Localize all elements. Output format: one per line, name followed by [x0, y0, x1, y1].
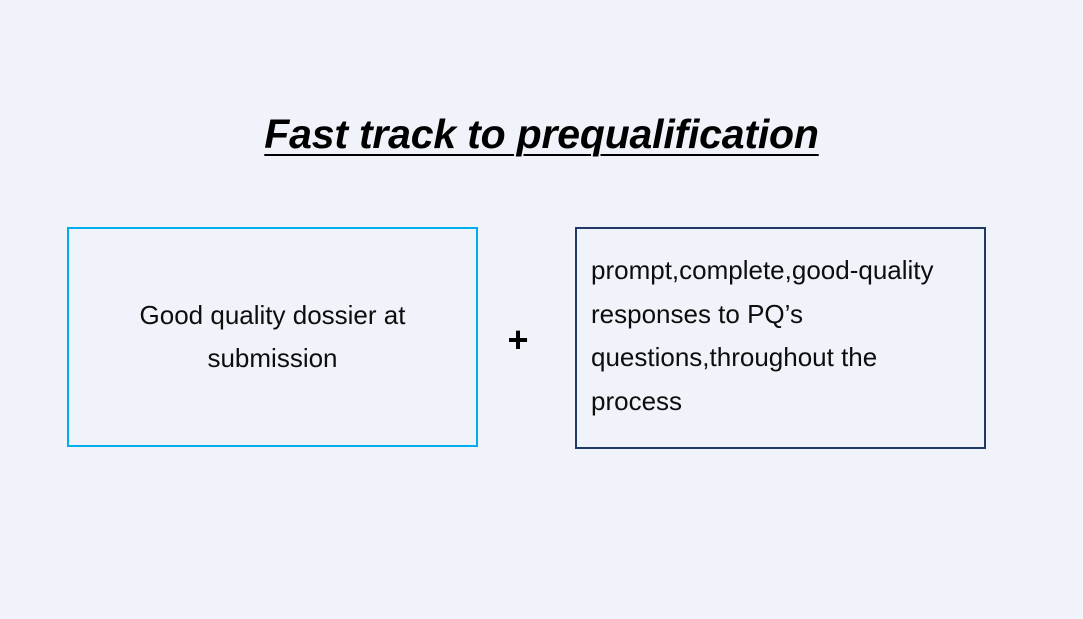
- page-title-text: Fast track to prequalification: [264, 111, 819, 157]
- concept-boxes-row: Good quality dossier at submission promp…: [0, 227, 1083, 449]
- concept-box-right-text: prompt,complete,good-quality responses t…: [591, 255, 934, 416]
- plus-operator-symbol: +: [507, 319, 529, 360]
- concept-box-good-quality-dossier: Good quality dossier at submission: [67, 227, 478, 447]
- page-title: Fast track to prequalification: [0, 108, 1083, 160]
- concept-box-left-text: Good quality dossier at submission: [139, 300, 406, 373]
- concept-box-prompt-complete-responses: prompt,complete,good-quality responses t…: [575, 227, 986, 449]
